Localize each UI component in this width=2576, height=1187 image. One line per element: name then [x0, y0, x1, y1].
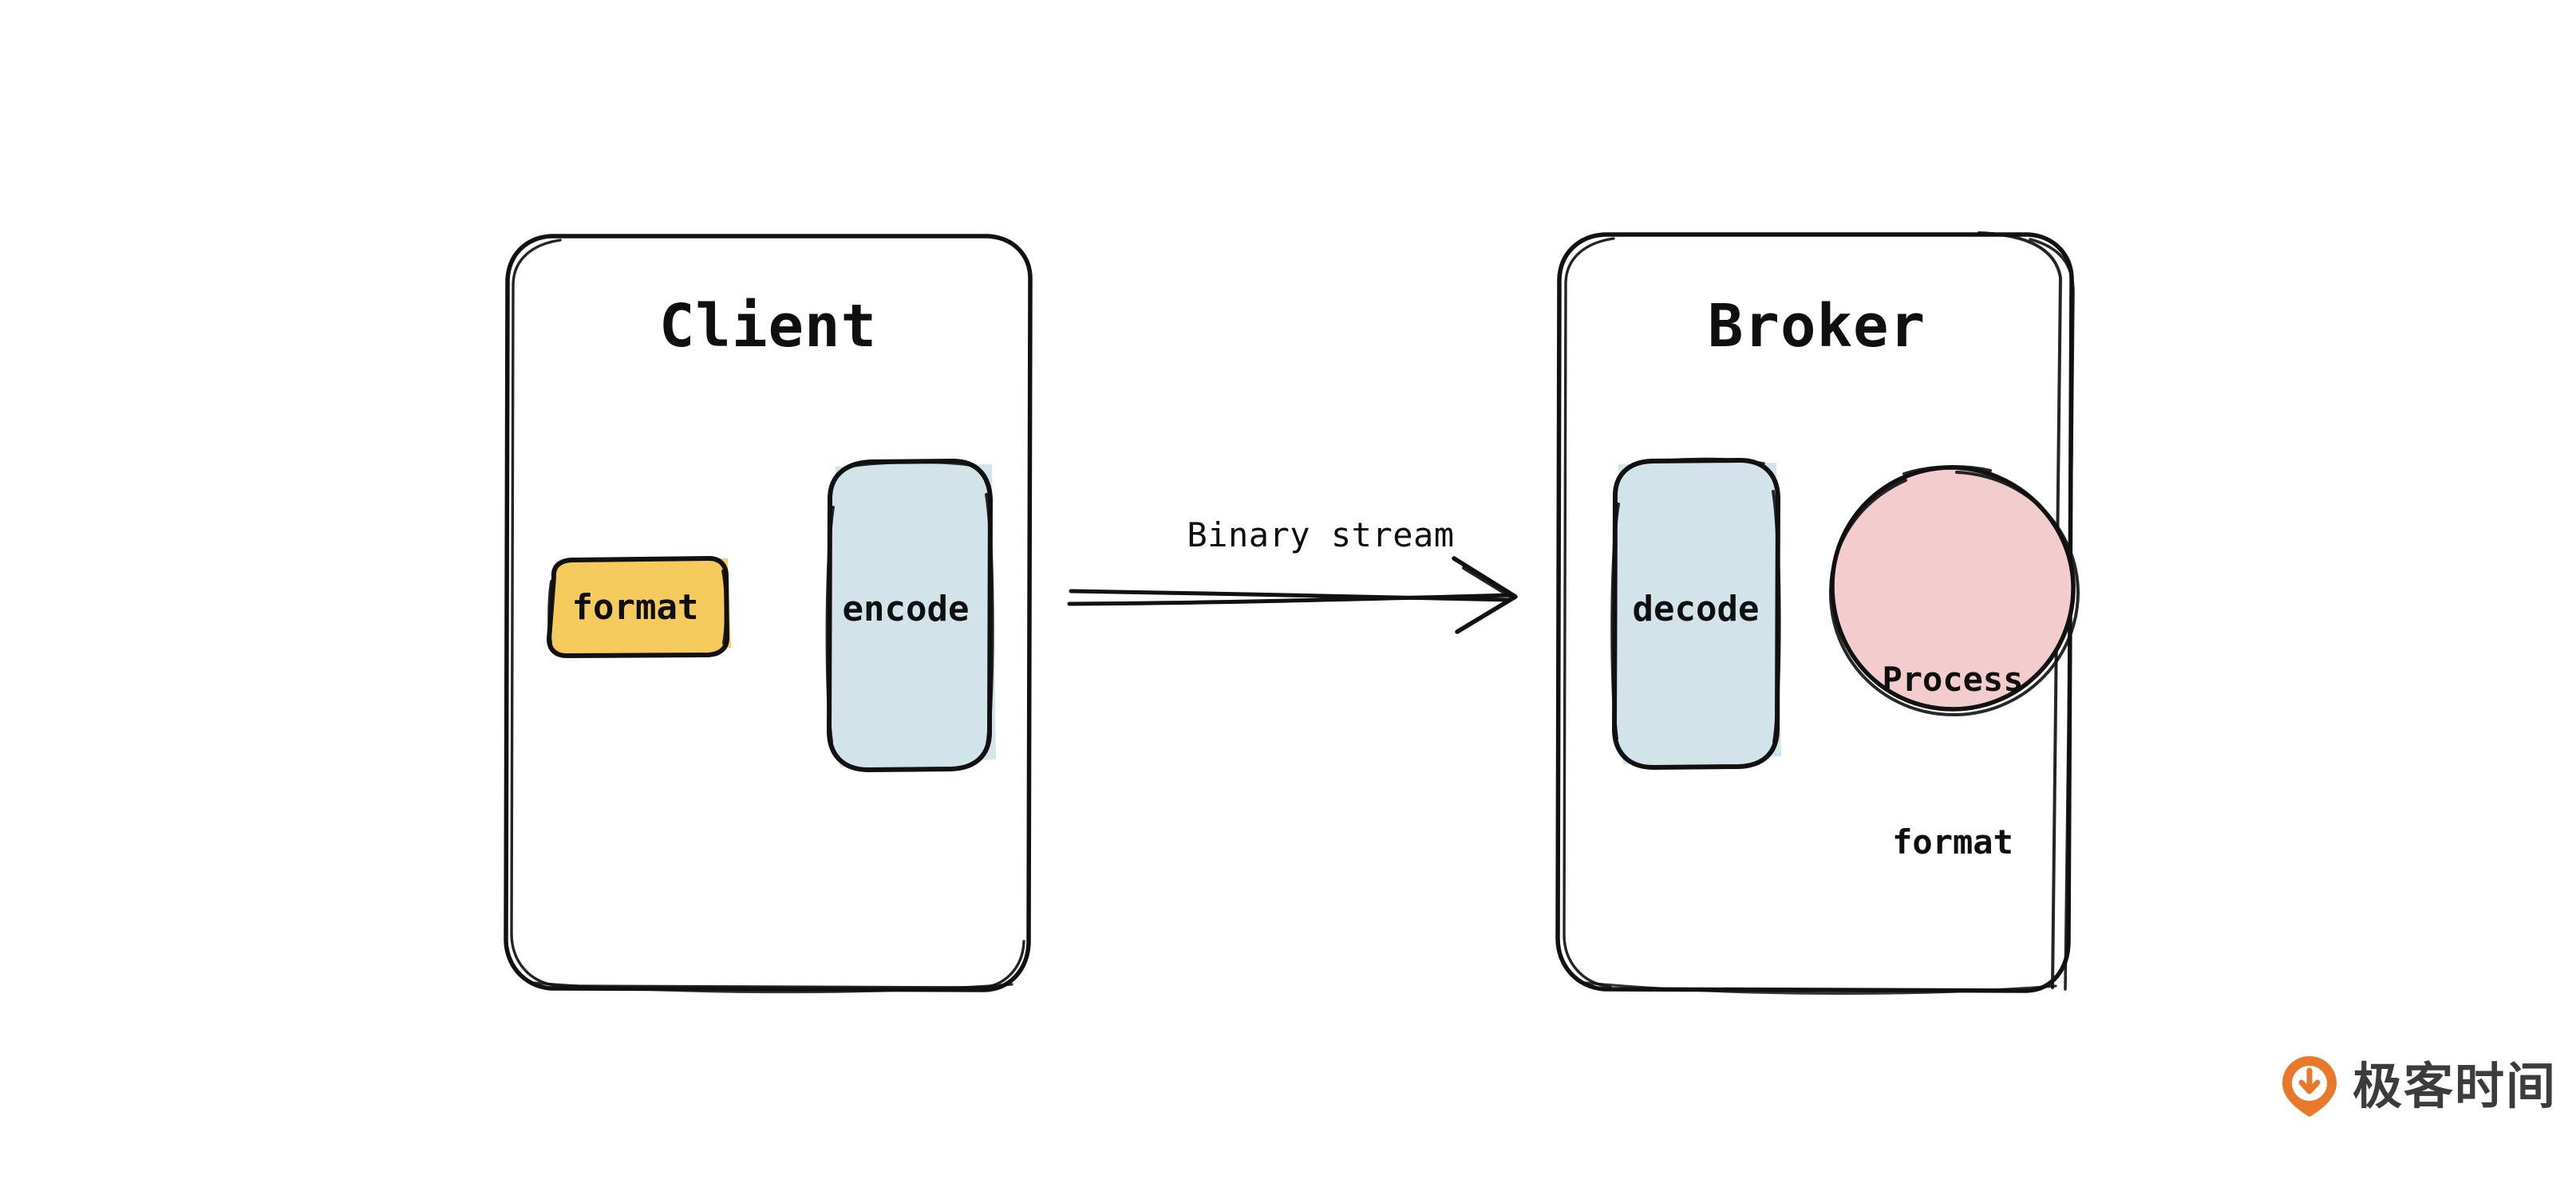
broker-panel-title: Broker [1707, 292, 1926, 361]
process-label-line1: Process [1882, 660, 2024, 700]
process-label-line2: format [1892, 822, 2013, 862]
client-node-encode[interactable] [825, 459, 996, 772]
client-node-encode-label: encode [842, 589, 970, 629]
broker-panel[interactable] [1555, 231, 2075, 995]
binary-stream-arrow [1067, 556, 1518, 634]
client-node-format-label: format [571, 587, 699, 628]
broker-node-process[interactable] [1828, 465, 2080, 717]
watermark: 极客时间 [2281, 1055, 2557, 1118]
watermark-text: 极客时间 [2353, 1057, 2558, 1115]
binary-stream-label: Binary stream [1187, 515, 1455, 554]
broker-node-decode-label: decode [1632, 589, 1760, 629]
client-node-format[interactable] [547, 556, 731, 658]
client-panel[interactable] [504, 234, 1033, 994]
broker-node-decode[interactable] [1610, 457, 1781, 770]
broker-node-process-label: Process format [1833, 544, 2072, 978]
client-panel-title: Client [658, 292, 878, 361]
geektime-pin-icon [2282, 1056, 2337, 1117]
